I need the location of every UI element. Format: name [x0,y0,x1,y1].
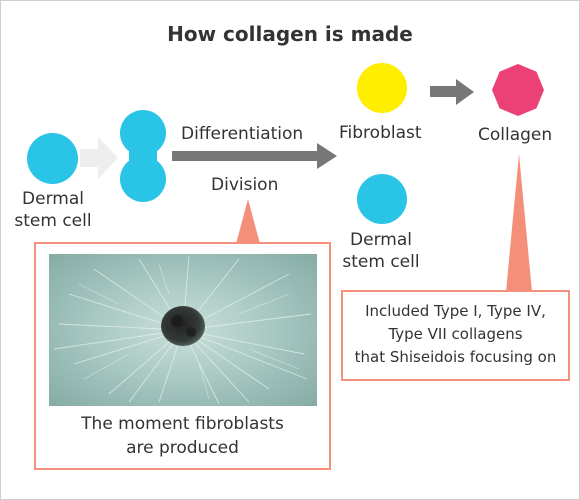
right-callout-pointer [506,154,532,292]
dermal-stem-cell-circle [27,133,78,184]
collagen-label: Collagen [478,125,553,145]
left-callout-caption-line1: The moment fibroblasts [81,414,284,434]
dividing-cell-icon [120,110,166,202]
collagen-octagon-icon [492,64,544,116]
dermal-stem-cell-label-line1: Dermal [22,189,84,209]
fibroblast-circle [357,63,407,113]
dermal-stem-cell-right-line1: Dermal [350,230,412,250]
differentiation-label: Differentiation [181,124,304,144]
left-callout-caption-line2: are produced [126,438,239,458]
division-label: Division [211,175,279,195]
right-callout-line2: Type VII collagens [388,325,523,343]
main-arrow-icon [172,143,337,169]
diagram-title: How collagen is made [167,22,413,46]
right-callout-line1: Included Type I, Type IV, [365,302,546,320]
left-callout-caption: The moment fibroblasts are produced [44,412,321,460]
dermal-stem-cell-right-line2: stem cell [342,252,420,272]
right-callout-line3: that Shiseidois focusing on [354,348,557,366]
dermal-stem-cell-label: Dermal stem cell [8,188,98,232]
left-callout-pointer [236,199,260,244]
dermal-stem-cell-label-right: Dermal stem cell [335,229,427,273]
dermal-stem-cell-circle-right [357,174,407,224]
small-arrow-icon [430,79,474,105]
microscope-photo [49,254,317,406]
right-callout-text: Included Type I, Type IV, Type VII colla… [345,300,566,369]
dermal-stem-cell-label-line2: stem cell [14,211,92,231]
light-arrow-icon [80,137,118,179]
right-callout-box [341,290,570,381]
fibroblast-label: Fibroblast [339,123,422,143]
